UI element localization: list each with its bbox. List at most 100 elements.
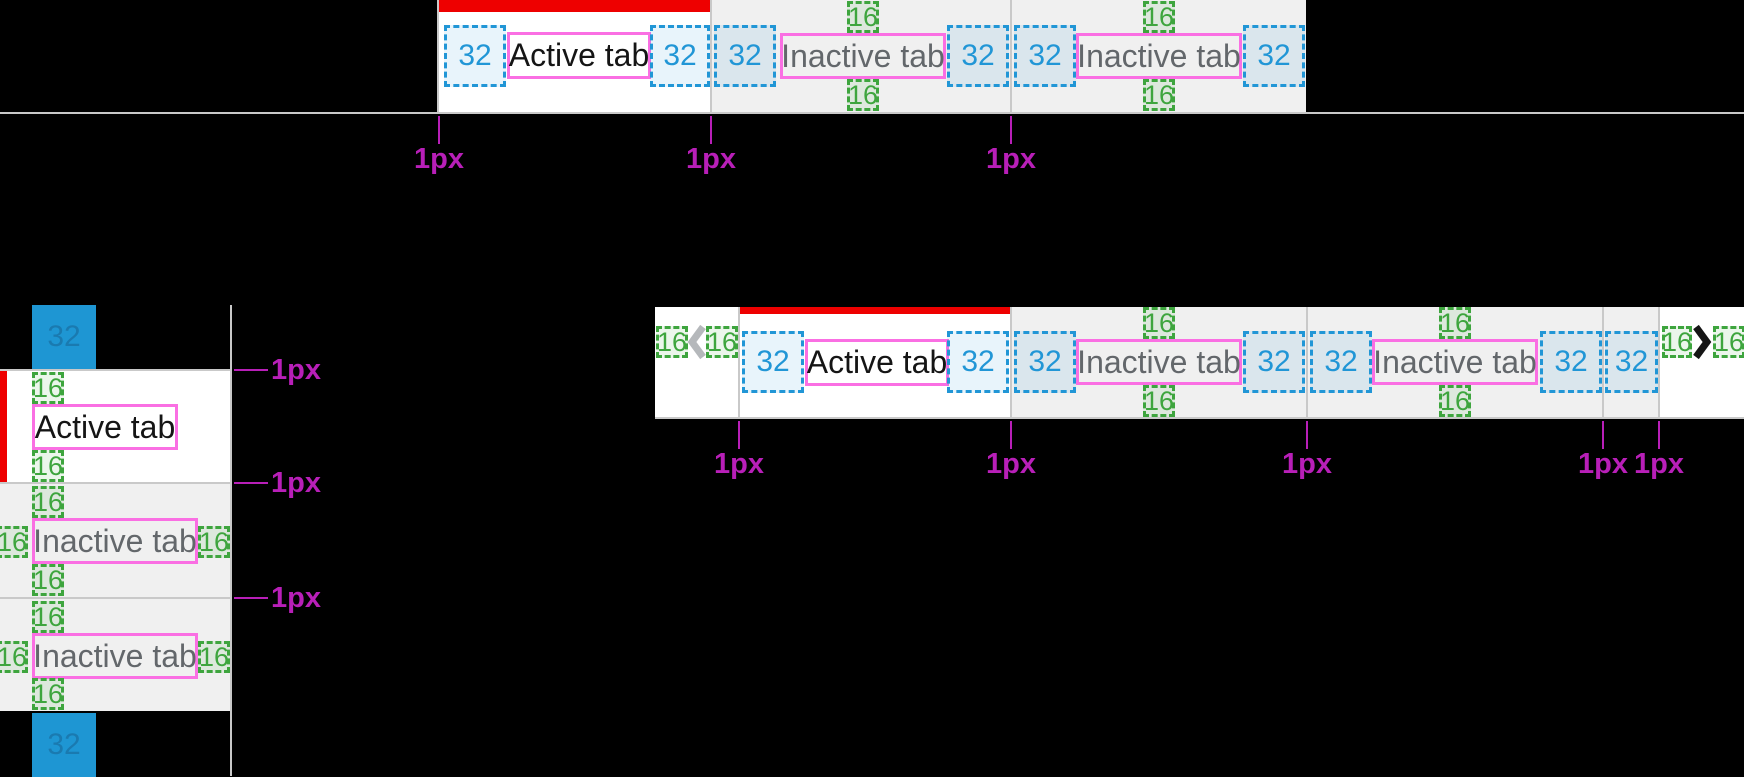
tab-label-box: Active tab [32, 404, 178, 450]
one-px-callout-line [710, 116, 712, 144]
tab-divider [738, 307, 740, 419]
tab-divider [1010, 0, 1012, 112]
spacing-16-box: 16 [1143, 385, 1175, 417]
one-px-callout-label: 1px [1578, 447, 1628, 480]
one-px-callout-label: 1px [271, 466, 321, 499]
tabbar-bottom-border [0, 112, 1744, 114]
spacing-16-box: 16 [198, 641, 230, 673]
spacing-16-box: 16 [32, 450, 64, 482]
spacing-16-box: 16 [0, 526, 28, 558]
tab-inactive[interactable] [1308, 307, 1602, 419]
tab-label-box: Inactive tab [1076, 339, 1242, 385]
spacing-32-box: 32 [1605, 331, 1658, 393]
spacing-16-box: 16 [847, 79, 879, 111]
spacing-16-box: 16 [32, 601, 64, 633]
active-tab-indicator [740, 307, 1010, 314]
tab-active[interactable] [0, 371, 230, 482]
tab-inactive[interactable] [0, 484, 230, 597]
spacing-16-box: 16 [1661, 326, 1693, 358]
spacing-16-box: 16 [32, 486, 64, 518]
spacing-16-box: 16 [0, 641, 28, 673]
active-tab-indicator [0, 371, 7, 482]
active-tab-indicator [439, 0, 710, 12]
spacing-32-box: 32 [444, 25, 506, 87]
spacing-32-box: 32 [1310, 331, 1372, 393]
scroll-left-button[interactable] [655, 307, 738, 419]
tab-label-box: Active tab [805, 339, 949, 386]
tab-divider [1010, 307, 1012, 419]
one-px-callout-label: 1px [271, 581, 321, 614]
spacing-32-box: 32 [1540, 331, 1602, 393]
chevron-right-icon [1691, 323, 1713, 361]
tab-label-box: Inactive tab [780, 33, 946, 79]
spacing-32-box: 32 [714, 25, 776, 87]
spacing-16-box: 16 [32, 372, 64, 404]
one-px-callout-line [438, 116, 440, 144]
spacing-32-box: 32 [1243, 331, 1305, 393]
one-px-callout-line [1602, 421, 1604, 449]
one-px-callout-label: 1px [271, 353, 321, 386]
spacing-16-box: 16 [32, 678, 64, 710]
tab-divider [0, 482, 230, 484]
tabbar-left-border [437, 0, 439, 112]
one-px-callout-label: 1px [414, 142, 464, 175]
spacer-32-block: 32 [32, 305, 96, 369]
chevron-left-icon [686, 323, 708, 361]
spacing-16-box: 16 [1143, 307, 1175, 339]
tab-inactive[interactable] [1012, 307, 1306, 419]
spacing-16-box: 16 [1143, 79, 1175, 111]
spacing-32-box: 32 [1014, 331, 1076, 393]
tab-divider [1602, 307, 1604, 419]
one-px-callout-label: 1px [986, 447, 1036, 480]
tab-label-box: Inactive tab [32, 633, 198, 679]
tab-label-box: Inactive tab [1076, 33, 1242, 79]
one-px-callout-label: 1px [714, 447, 764, 480]
spacing-32-box: 32 [947, 331, 1009, 393]
stack-top-border [0, 369, 230, 371]
spacing-16-box: 16 [1713, 326, 1744, 358]
one-px-callout-line [234, 369, 268, 371]
tab-inactive[interactable] [1012, 0, 1306, 112]
spacing-16-box: 16 [1143, 1, 1175, 33]
one-px-callout-line [1658, 421, 1660, 449]
spacing-16-box: 16 [847, 1, 879, 33]
spacing-16-box: 16 [1439, 307, 1471, 339]
spacing-32-box: 32 [947, 25, 1009, 87]
one-px-callout-line [234, 482, 268, 484]
spacing-32-box: 32 [1243, 25, 1305, 87]
one-px-callout-label: 1px [1282, 447, 1332, 480]
tab-label-box: Inactive tab [32, 518, 198, 564]
tab-divider [1306, 307, 1308, 419]
tab-active[interactable] [740, 307, 1010, 419]
tab-divider [1658, 307, 1660, 419]
spacing-32-box: 32 [1014, 25, 1076, 87]
spacing-32-box: 32 [742, 331, 804, 393]
stack-right-border [230, 305, 232, 776]
tab-label-box: Active tab [507, 32, 651, 79]
one-px-callout-line [1306, 421, 1308, 449]
one-px-callout-line [738, 421, 740, 449]
tab-divider [0, 597, 230, 599]
spacing-16-box: 16 [32, 564, 64, 596]
spacing-16-box: 16 [656, 326, 688, 358]
tab-label-box: Inactive tab [1372, 339, 1538, 385]
spacing-16-box: 16 [1439, 385, 1471, 417]
tabbar-bottom-border [655, 417, 1744, 419]
tab-inactive[interactable] [0, 599, 230, 711]
one-px-callout-line [1010, 421, 1012, 449]
tab-divider [710, 0, 712, 112]
spacing-16-box: 16 [706, 326, 738, 358]
one-px-callout-line [1010, 116, 1012, 144]
spacing-32-box: 32 [650, 25, 710, 87]
one-px-callout-line [234, 597, 268, 599]
spacer-32-block: 32 [32, 713, 96, 777]
spacing-16-box: 16 [198, 526, 230, 558]
tab-active[interactable] [439, 0, 710, 112]
scroll-right-button[interactable] [1660, 307, 1744, 419]
one-px-callout-label: 1px [686, 142, 736, 175]
tab-inactive[interactable] [712, 0, 1010, 112]
tab-partial-clipped[interactable] [1604, 307, 1658, 419]
